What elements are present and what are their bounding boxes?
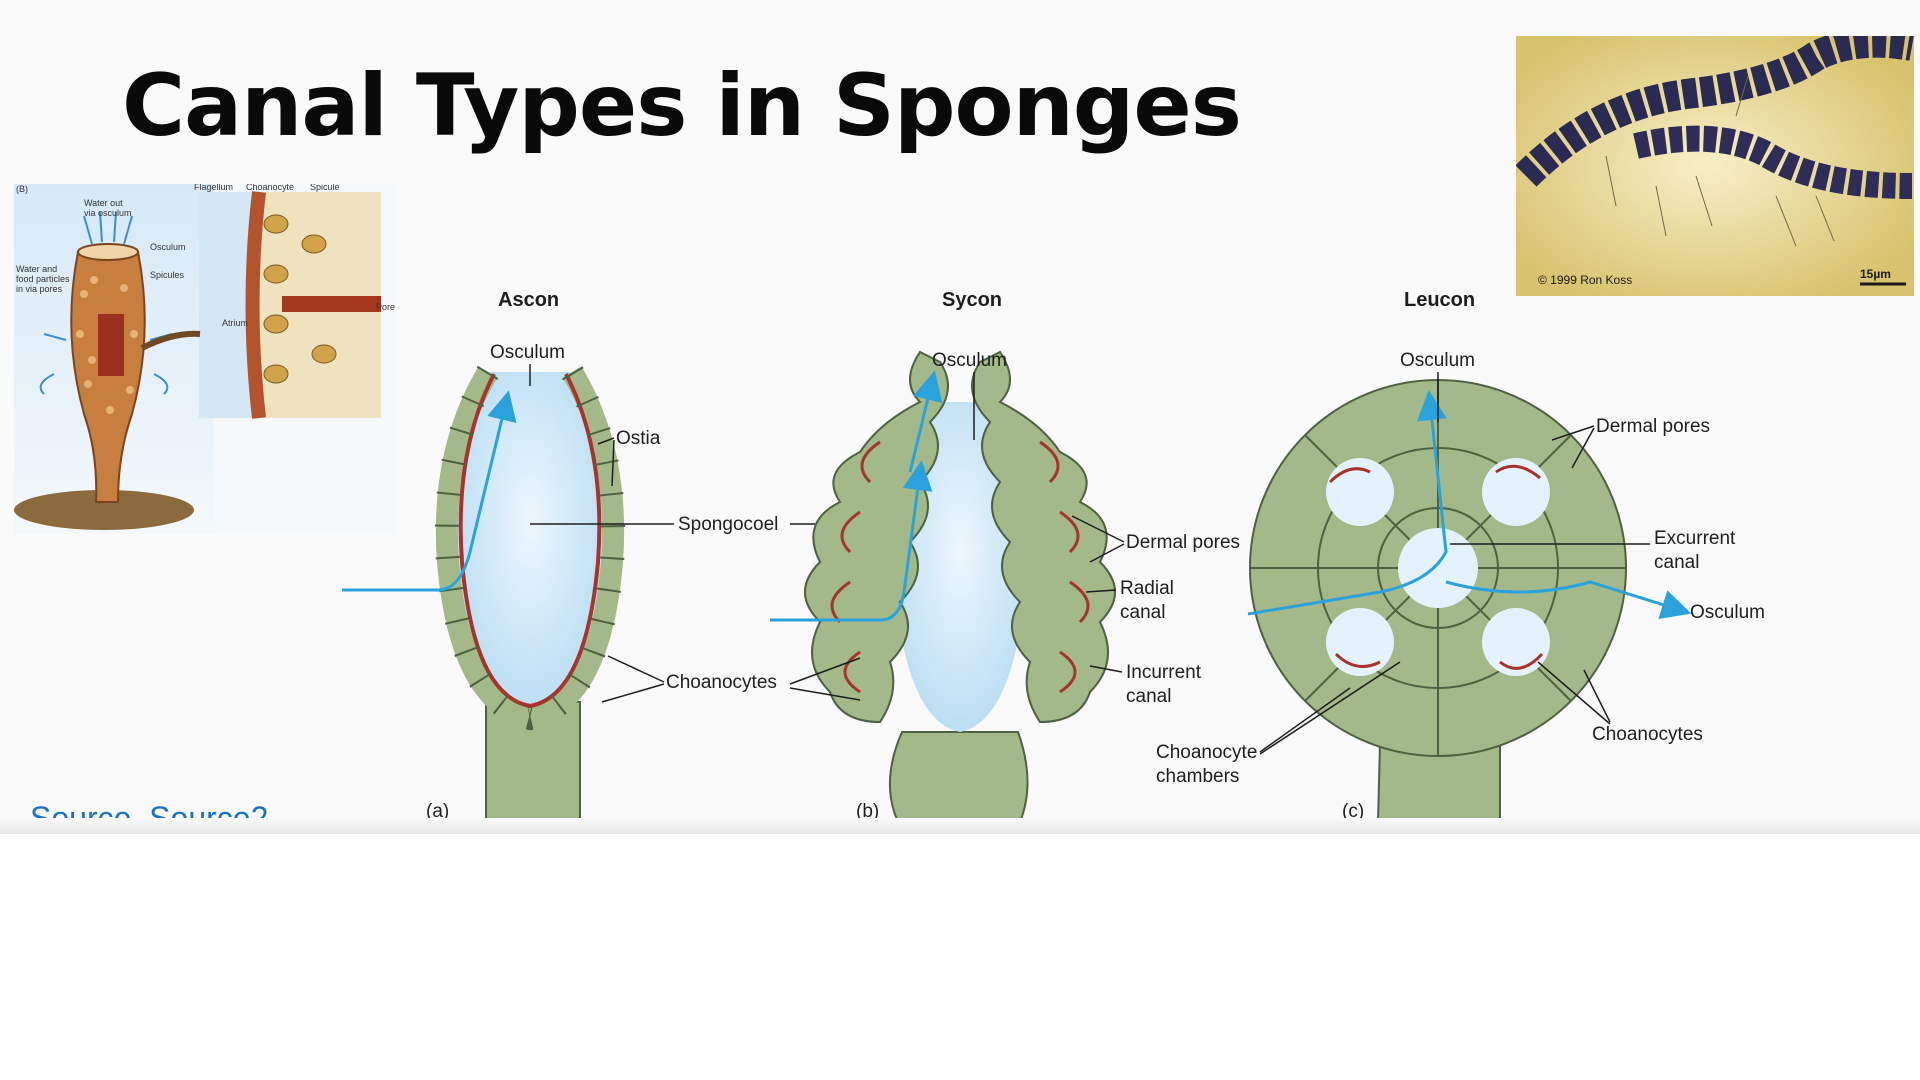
sycon-incurrent-canal-leader xyxy=(1089,665,1123,673)
sycon-base xyxy=(889,731,1029,822)
sycon-heading: Sycon xyxy=(942,289,1002,311)
sponge-body-svg: (B) Water out via osculum Osculum Spicul… xyxy=(14,184,395,534)
leucon-chambers xyxy=(1326,458,1550,676)
leucon-osculum-top-label: Osculum xyxy=(1400,350,1475,371)
cutaway-cells xyxy=(263,214,337,384)
leucon-excurrent-canal-label-1: Excurrent xyxy=(1654,528,1736,549)
cutaway-wall xyxy=(245,191,266,419)
choanocyte-band-upper xyxy=(1516,36,1914,187)
sycon-water-exit-arrow xyxy=(908,370,943,473)
inset-label-water-in-2: food particles xyxy=(16,274,70,284)
sycon-incurrent-canal-label-2: canal xyxy=(1126,686,1171,707)
leucon-choanocytes-leader xyxy=(1537,661,1611,725)
ascon-ostia-label: Ostia xyxy=(616,428,661,449)
ascon-cell-divisions xyxy=(434,365,626,731)
micrograph-flagella xyxy=(1605,75,1835,247)
inset-label-flagellum: Flagellum xyxy=(194,184,233,192)
sponge-cutaway xyxy=(98,314,124,376)
ascon-panel: Ascon Osculum Ostia Spongocoel Choanocyt… xyxy=(342,289,960,822)
canal-types-diagram: Ascon Osculum Ostia Spongocoel Choanocyt… xyxy=(342,289,1765,822)
micrograph-svg: © 1999 Ron Koss 15µm xyxy=(1516,36,1914,296)
leucon-panel-tag: (c) xyxy=(1342,801,1364,822)
sycon-panel-tag: (b) xyxy=(856,801,879,822)
ascon-choanocyte-lining xyxy=(458,373,602,709)
slide-title: Canal Types in Sponges xyxy=(122,56,1242,156)
micrograph-scale-label: 15µm xyxy=(1860,267,1891,281)
ascon-choanocytes-label: Choanocytes xyxy=(666,672,777,693)
leucon-chambers-leader xyxy=(1259,661,1401,755)
inset-label-spicule: Spicule xyxy=(310,184,340,192)
leucon-dermal-pores-leader xyxy=(1551,425,1595,469)
ascon-panel-tag: (a) xyxy=(426,801,449,822)
leucon-water-flow-arrow xyxy=(1247,390,1448,616)
sponge-pores xyxy=(76,276,138,414)
ascon-choanocytes-leader xyxy=(601,655,665,703)
leucon-excurrent-canal-label-2: canal xyxy=(1654,552,1699,573)
sycon-dermal-pores-leader xyxy=(1071,515,1125,563)
sycon-radial-canal-label-2: canal xyxy=(1120,602,1165,623)
inset-label-water-in-1: Water and xyxy=(16,264,57,274)
sponge-osculum xyxy=(77,243,139,261)
sycon-osculum-label: Osculum xyxy=(932,350,1007,371)
ascon-ostia-leader xyxy=(597,437,615,487)
sycon-dermal-pores-label: Dermal pores xyxy=(1126,532,1240,553)
ascon-water-flow-arrow xyxy=(342,390,517,592)
micrograph-field xyxy=(1516,36,1914,296)
choanocyte-band-lower xyxy=(1633,125,1913,199)
slide: Canal Types in Sponges xyxy=(14,36,1914,832)
sycon-water-flow-arrow xyxy=(770,460,933,622)
choanocyte-micrograph: © 1999 Ron Koss 15µm xyxy=(1516,36,1914,296)
zoom-arrow xyxy=(140,330,201,351)
inset-label-spicules: Spicules xyxy=(150,270,185,280)
inset-label-water-out-2: via osculum xyxy=(84,208,132,218)
leucon-heading: Leucon xyxy=(1404,289,1475,311)
inset-label-atrium: Atrium xyxy=(222,318,248,328)
leucon-dermal-pores-label: Dermal pores xyxy=(1596,416,1710,437)
leucon-excurrent-arrow xyxy=(1445,580,1692,619)
leucon-panel: Leucon Osculum Dermal pores Excurrent ca… xyxy=(1156,289,1765,822)
sycon-radial-canal-leader xyxy=(1085,589,1117,593)
inset-label-choanocyte: Choanocyte xyxy=(246,184,294,192)
sycon-right-folds xyxy=(971,350,1116,724)
micrograph-credit: © 1999 Ron Koss xyxy=(1538,273,1632,287)
inset-label-water-in-3: in via pores xyxy=(16,284,63,294)
sycon-choanocytes-leader xyxy=(789,657,861,701)
leucon-chambers-label-2: chambers xyxy=(1156,766,1239,787)
leucon-choanocyte-linings xyxy=(1328,464,1544,670)
leucon-chambers-label-1: Choanocyte xyxy=(1156,742,1257,763)
leucon-osculum-right-label: Osculum xyxy=(1690,602,1765,623)
ascon-osculum-label: Osculum xyxy=(490,342,565,363)
sycon-panel: Sycon Osculum Dermal pores Radial canal … xyxy=(770,289,1240,822)
inset-label-osculum: Osculum xyxy=(150,242,186,252)
inset-label-pore: Pore xyxy=(376,302,395,312)
slide-bottom-edge xyxy=(0,818,1920,834)
ascon-spongocoel-label: Spongocoel xyxy=(678,514,778,535)
inset-label-water-out-1: Water out xyxy=(84,198,123,208)
leucon-choanocytes-label: Choanocytes xyxy=(1592,724,1703,745)
cutaway-pore-canal xyxy=(282,296,381,312)
inset-panel-tag: (B) xyxy=(16,184,28,194)
sycon-radial-canal-label-1: Radial xyxy=(1120,578,1174,599)
seafloor-rock xyxy=(14,490,194,530)
sponge-body-illustration: (B) Water out via osculum Osculum Spicul… xyxy=(14,184,396,534)
ascon-heading: Ascon xyxy=(498,289,559,311)
sycon-incurrent-canal-label-1: Incurrent xyxy=(1126,662,1202,683)
